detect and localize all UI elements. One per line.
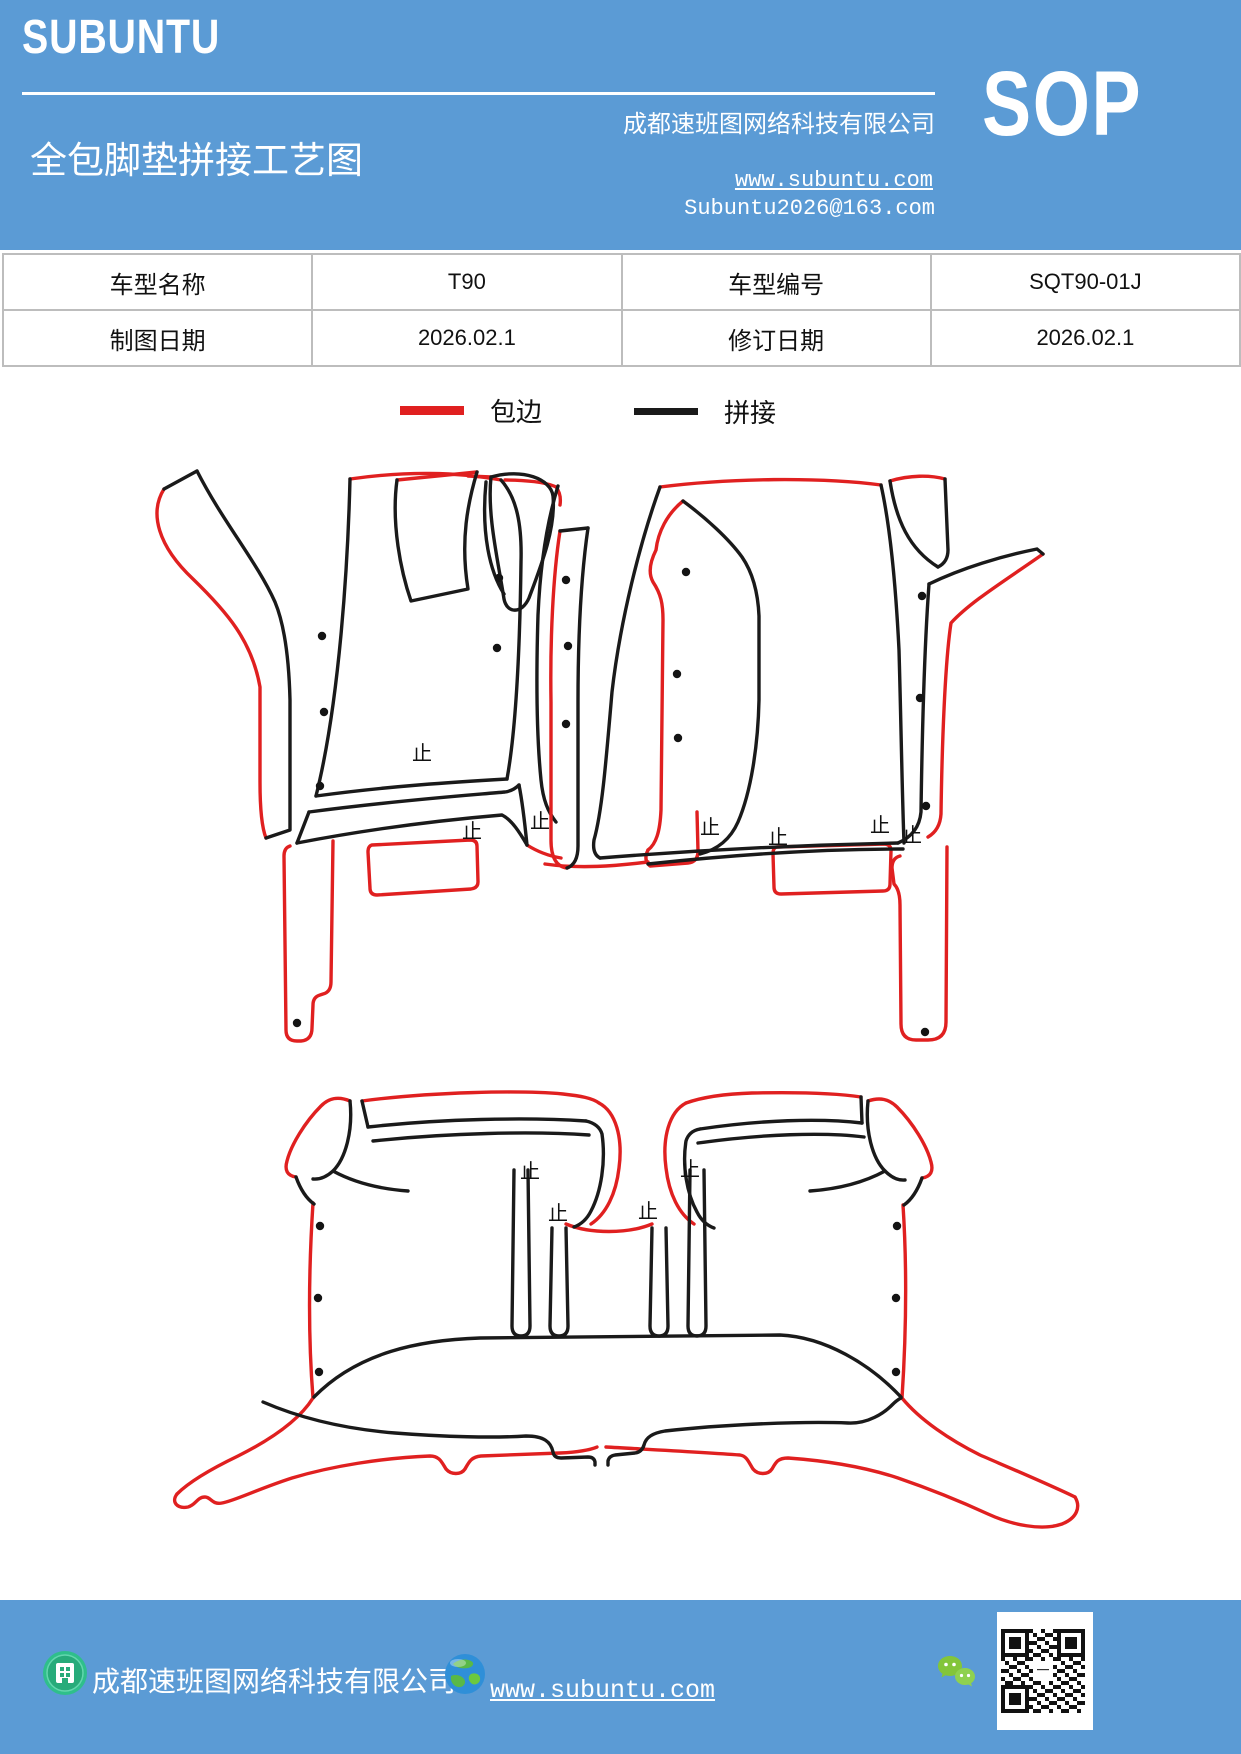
- svg-text:止: 止: [700, 815, 720, 839]
- doc-type-label: SOP: [982, 53, 1143, 155]
- front-left-edging-lines: [155, 470, 563, 1043]
- rear-splice-lines: [261, 1095, 924, 1467]
- legend-item-splicing: 拼接: [634, 393, 776, 430]
- legend-label-edging: 包边: [490, 398, 543, 427]
- legend-item-edging: 包边: [400, 392, 542, 429]
- edging-color-swatch: [400, 406, 464, 415]
- vehicle-info-table: 车型名称 T90 车型编号 SQT90-01J 制图日期 2026.02.1 修…: [2, 253, 1241, 367]
- front-left-mat: 止 止 止: [155, 469, 563, 1043]
- rear-mat: 止 止 止 止: [172, 1090, 1080, 1529]
- header-divider: [22, 92, 935, 95]
- front-left-splice-lines: [162, 469, 560, 847]
- page-header: SUBUNTU 全包脚垫拼接工艺图 成都速班图网络科技有限公司 www.subu…: [0, 0, 1241, 250]
- svg-text:止: 止: [870, 813, 890, 837]
- svg-text:止: 止: [412, 741, 432, 765]
- svg-text:止: 止: [530, 809, 550, 833]
- brand-logo-text: SUBUNTU: [22, 11, 221, 64]
- qr-code: [997, 1612, 1093, 1730]
- header-email[interactable]: Subuntu2026@163.com: [684, 196, 935, 221]
- front-right-stud-dots: [561, 567, 931, 1037]
- svg-text:止: 止: [462, 819, 482, 843]
- rear-stop-marks: 止 止 止 止: [520, 1157, 700, 1225]
- front-left-stop-marks: 止 止 止: [412, 741, 550, 843]
- table-label-model-name: 车型名称: [4, 255, 314, 311]
- svg-text:止: 止: [520, 1159, 540, 1183]
- document-title: 全包脚垫拼接工艺图: [30, 141, 363, 182]
- svg-text:止: 止: [638, 1199, 658, 1223]
- header-company-name: 成都速班图网络科技有限公司: [623, 112, 935, 138]
- rear-edging-lines: [172, 1090, 1080, 1529]
- wechat-icon: [938, 1656, 975, 1687]
- table-value-model-name: T90: [313, 255, 623, 311]
- front-right-splice-lines: [558, 477, 1045, 870]
- svg-text:止: 止: [548, 1201, 568, 1225]
- rear-stud-dots: [313, 1221, 902, 1377]
- table-value-model-code: SQT90-01J: [931, 255, 1241, 311]
- svg-text:止: 止: [902, 823, 922, 847]
- table-value-revise-date: 2026.02.1: [931, 311, 1241, 367]
- table-value-draw-date: 2026.02.1: [313, 311, 623, 367]
- footer-website-link[interactable]: www.subuntu.com: [490, 1676, 716, 1705]
- globe-icon: [445, 1654, 485, 1694]
- company-building-icon: [43, 1651, 87, 1695]
- table-label-revise-date: 修订日期: [622, 311, 932, 367]
- front-right-mat: 止 止 止 止: [543, 474, 1045, 1042]
- front-right-edging-lines: [543, 474, 1045, 1042]
- table-label-draw-date: 制图日期: [4, 311, 314, 367]
- footer-company-name: 成都速班图网络科技有限公司: [92, 1667, 457, 1698]
- svg-text:止: 止: [680, 1157, 700, 1181]
- legend: 包边 拼接: [0, 392, 1241, 432]
- table-label-model-code: 车型编号: [622, 255, 932, 311]
- front-right-stop-marks: 止 止 止 止: [700, 813, 922, 849]
- front-left-stud-dots: [292, 573, 504, 1028]
- svg-text:止: 止: [768, 825, 788, 849]
- splicing-color-swatch: [634, 408, 698, 415]
- legend-label-splicing: 拼接: [724, 399, 777, 428]
- header-website-link[interactable]: www.subuntu.com: [734, 168, 933, 193]
